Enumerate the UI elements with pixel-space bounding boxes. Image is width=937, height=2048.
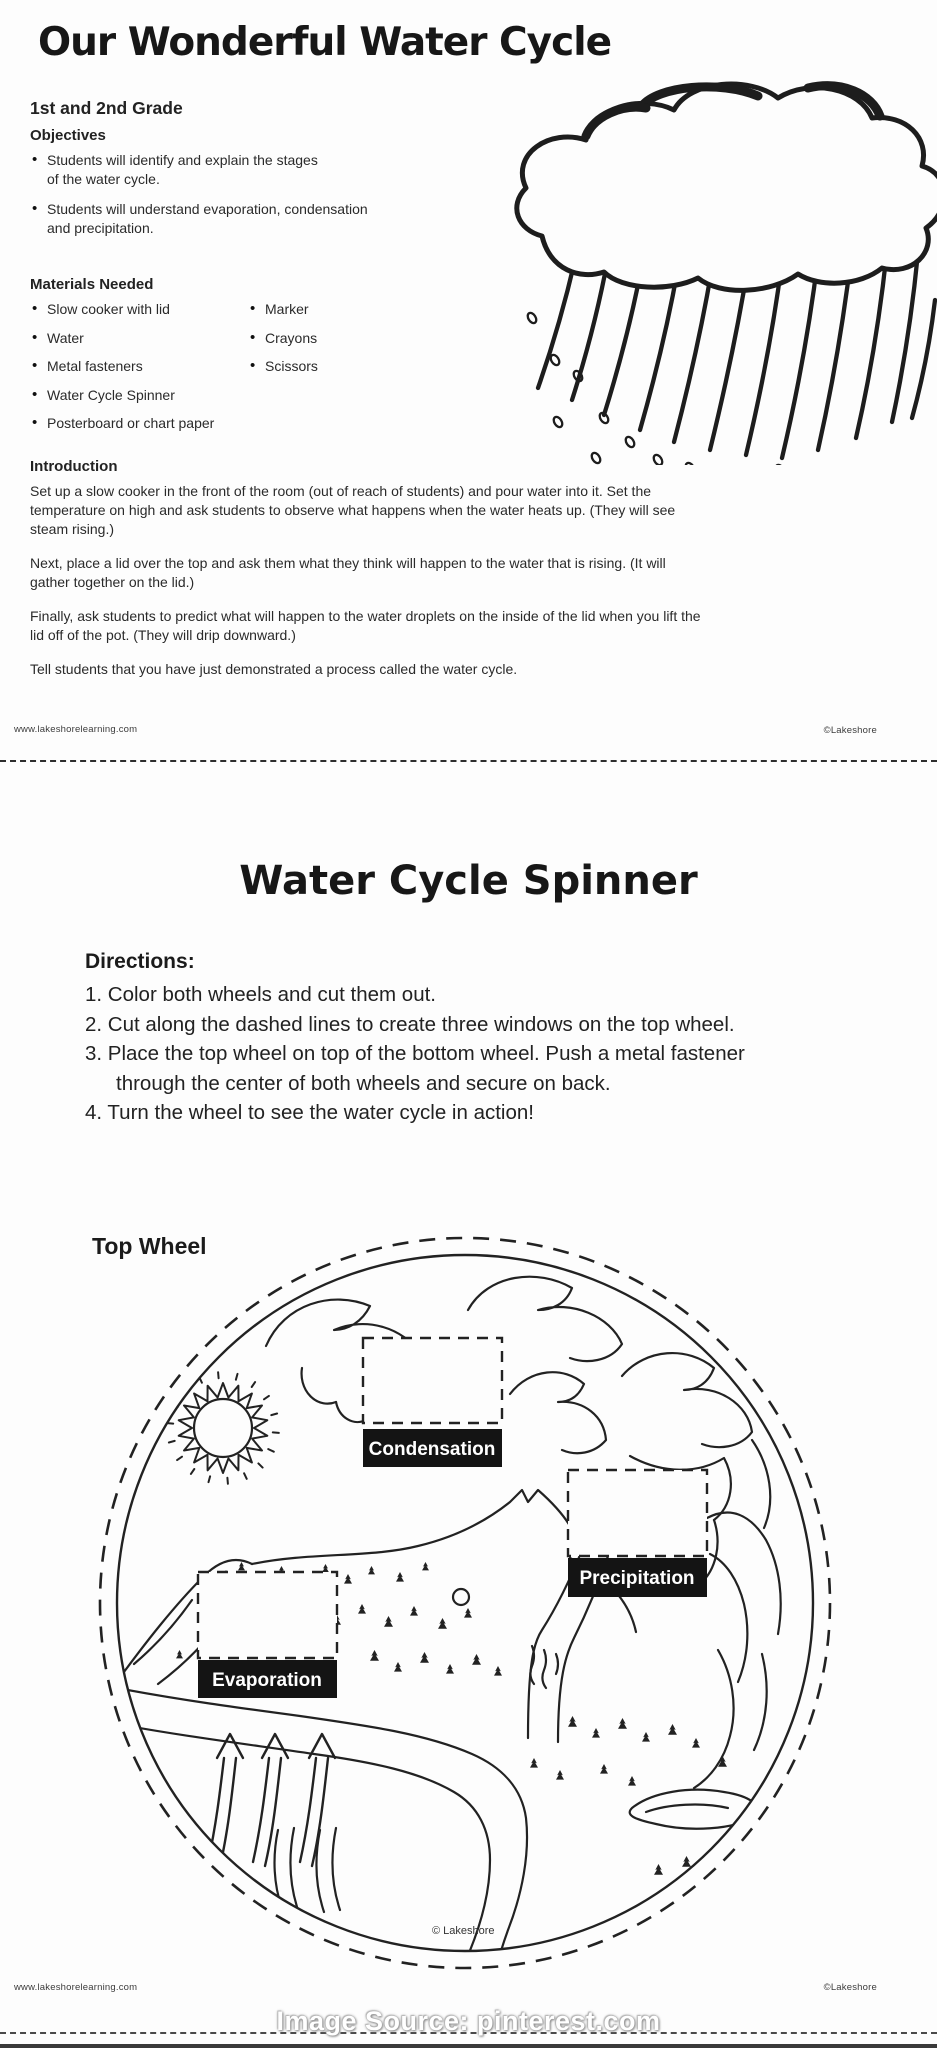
water-cycle-wheel-illustration: Condensation Precipitation Evaporation ©…: [98, 1236, 832, 1970]
list-item: Posterboard or chart paper: [30, 413, 240, 433]
trees-icon: [176, 1562, 777, 1880]
rain-cloud-icon: [514, 81, 937, 465]
list-item: Marker: [248, 299, 388, 319]
lake-icon: [628, 1788, 759, 1830]
wheel-inner-circle: [115, 1253, 815, 1953]
page2-footer-copyright: ©Lakeshore: [823, 1982, 877, 1993]
directions-list: 1. Color both wheels and cut them out. 2…: [85, 980, 905, 1128]
scan-edge-line: [0, 2044, 937, 2048]
list-item: Slow cooker with lid: [30, 299, 240, 319]
list-item: 2. Cut along the dashed lines to create …: [85, 1012, 735, 1036]
materials-list-col1: Slow cooker with lid Water Metal fastene…: [30, 299, 240, 443]
small-sun-icon: [451, 1587, 471, 1607]
cloud-top-accents: [581, 81, 885, 141]
top-wheel-heading: Top Wheel: [92, 1233, 207, 1259]
river-icon: [117, 1686, 529, 1951]
page1-footer-website: www.lakeshorelearning.com: [14, 724, 138, 735]
evaporation-label-box: [198, 1660, 337, 1698]
watermark-text: Image Source: pinterest.com: [276, 2006, 661, 2036]
list-item: 1. Color both wheels and cut them out.: [85, 983, 436, 1006]
water-lines: [273, 1826, 342, 1914]
hills-icon: [117, 1558, 254, 1686]
grade-level: 1st and 2nd Grade: [30, 98, 183, 118]
sun-icon: [166, 1371, 280, 1485]
waterfall-icon: [526, 1540, 610, 1744]
intro-paragraph: Finally, ask students to predict what wi…: [30, 608, 701, 643]
rain-drops: [526, 311, 786, 465]
introduction-paragraphs: Set up a slow cooker in the front of the…: [30, 482, 915, 694]
precipitation-label-box: [568, 1558, 707, 1597]
list-item: Students will understand evaporation, co…: [30, 199, 400, 238]
list-item: 4. Turn the wheel to see the water cycle…: [85, 1101, 534, 1124]
rain-lines: [535, 227, 937, 461]
list-item: Water Cycle Spinner: [30, 385, 240, 405]
wheel-copyright: © Lakeshore: [432, 1925, 495, 1937]
page1-footer-copyright: ©Lakeshore: [823, 725, 877, 736]
page2-footer-website: www.lakeshorelearning.com: [14, 1982, 138, 1993]
list-item: Water: [30, 328, 240, 348]
intro-paragraph: Set up a slow cooker in the front of the…: [30, 483, 676, 537]
materials-heading: Materials Needed: [30, 276, 154, 293]
bottom-dashed-line: [0, 2032, 937, 2034]
evaporation-label: Evaporation: [212, 1670, 322, 1691]
evaporation-arrows-icon: [206, 1732, 337, 1868]
evaporation-window: [196, 1570, 339, 1660]
wheel-windows: Condensation Precipitation Evaporation: [196, 1336, 709, 1698]
intro-paragraph: Tell students that you have just demonst…: [30, 661, 518, 677]
list-item: 3. Place the top wheel on top of the bot…: [85, 1042, 745, 1095]
precipitation-window: [566, 1468, 709, 1558]
materials-list-col2: Marker Crayons Scissors: [248, 299, 388, 386]
page-divider-dashed-line: [0, 760, 937, 762]
cloud-outline: [514, 81, 937, 293]
clouds-icon: [264, 1275, 772, 1586]
list-item: Scissors: [248, 356, 388, 376]
page1-title: Our Wonderful Water Cycle: [38, 20, 612, 65]
objectives-list: Students will identify and explain the s…: [30, 150, 400, 249]
introduction-heading: Introduction: [30, 458, 118, 475]
objectives-heading: Objectives: [30, 127, 106, 144]
precipitation-label: Precipitation: [579, 1568, 694, 1589]
mountains-icon: [250, 1488, 782, 1790]
intro-paragraph: Next, place a lid over the top and ask t…: [30, 555, 666, 590]
condensation-label: Condensation: [369, 1439, 496, 1460]
directions-heading: Directions:: [85, 950, 195, 973]
wheel-outer-dashed-circle: [98, 1236, 832, 1970]
condensation-label-box: [363, 1429, 502, 1467]
list-item: Crayons: [248, 328, 388, 348]
page2-title: Water Cycle Spinner: [239, 858, 698, 904]
list-item: Students will identify and explain the s…: [30, 150, 400, 189]
condensation-window: [361, 1336, 504, 1425]
list-item: Metal fasteners: [30, 356, 240, 376]
